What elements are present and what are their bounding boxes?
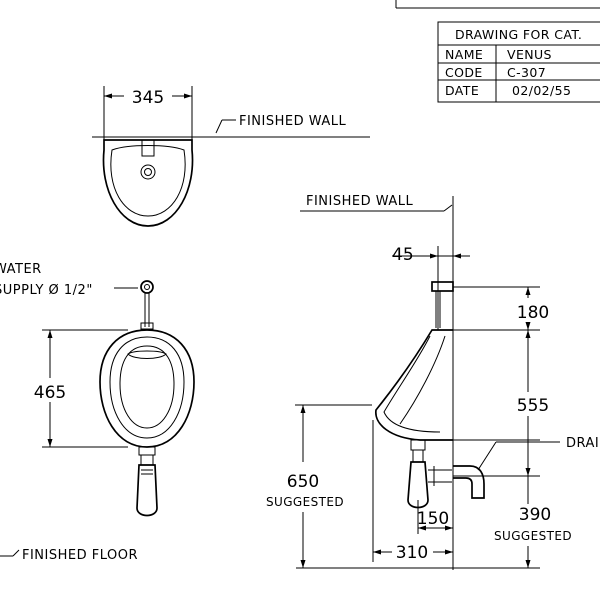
- title-block-name-value: VENUS: [507, 47, 552, 62]
- title-block-heading: DRAWING FOR CAT.: [455, 27, 582, 42]
- arrow-head: [525, 287, 531, 295]
- arrow-head: [47, 439, 53, 447]
- dim-150: 150: [417, 509, 449, 529]
- urinal-front-flush-spreader: [127, 350, 167, 359]
- arrow-head: [184, 93, 192, 99]
- arrow-head: [445, 525, 453, 531]
- arrow-head: [430, 253, 438, 259]
- title-block-border: [437, 21, 600, 103]
- urinal-side-inner: [383, 335, 441, 433]
- top-width-dimension: 345: [132, 88, 164, 108]
- urinal-plan-outline: [102, 139, 194, 227]
- front-height-dimension: 465: [34, 383, 66, 403]
- side-finished-wall-label: FINISHED WALL: [306, 194, 414, 209]
- title-block: DRAWING FOR CAT. NAME VENUS CODE C-307 D…: [437, 21, 600, 103]
- dim-390: 390: [519, 505, 551, 525]
- trap-nut-side: [410, 439, 426, 451]
- top-view: 345 FINISHED WALL: [92, 86, 370, 227]
- trap-collar: [140, 454, 154, 466]
- urinal-side-outline: [375, 329, 453, 441]
- leader-line: [215, 119, 223, 134]
- arrow-head: [300, 405, 306, 413]
- front-view: WATER SUPPLY Ø 1/2" 465 FINISHED FLOOR: [0, 262, 195, 563]
- trap-body: [136, 464, 158, 517]
- drain-label: DRAIN: [566, 436, 600, 451]
- dim-390-note: SUGGESTED: [494, 529, 572, 543]
- trap-body-side: [407, 461, 429, 509]
- dim-650-note: SUGGESTED: [266, 495, 344, 509]
- finished-floor-label: FINISHED FLOOR: [22, 548, 138, 563]
- supply-valve: [140, 280, 154, 294]
- urinal-front-outline: [99, 329, 195, 448]
- leader-line: [443, 204, 453, 212]
- title-block-code-value: C-307: [507, 65, 546, 80]
- arrow-head: [373, 549, 381, 555]
- trap-nut: [138, 446, 156, 456]
- arrow-head: [525, 560, 531, 568]
- urinal-front-rim: [109, 336, 185, 439]
- title-block-date-value: 02/02/55: [512, 83, 571, 98]
- urinal-side-inner: [399, 335, 446, 425]
- top-finished-wall-label: FINISHED WALL: [239, 114, 347, 129]
- trap-collar-side: [412, 449, 424, 463]
- drain-hole-inner: [144, 168, 152, 176]
- arrow-head: [47, 330, 53, 338]
- urinal-front-bowl: [119, 345, 175, 429]
- dim-180: 180: [517, 303, 549, 323]
- arrow-head: [445, 549, 453, 555]
- arrow-head: [418, 525, 426, 531]
- dim-650: 650: [287, 472, 319, 492]
- supply-valve-inner: [144, 284, 150, 290]
- spreader-plan: [141, 139, 155, 157]
- arrow-head: [525, 322, 531, 330]
- leader-line: [477, 441, 497, 471]
- leader-line: [12, 549, 20, 557]
- water-supply-label-line2: SUPPLY Ø 1/2": [0, 283, 93, 298]
- drain-hole: [140, 164, 156, 180]
- side-view: FINISHED WALL 45 180 555: [266, 194, 600, 570]
- title-block-code-label: CODE: [445, 65, 483, 80]
- dim-310: 310: [396, 543, 428, 563]
- supply-valve-side: [431, 281, 454, 292]
- arrow-head: [104, 93, 112, 99]
- arrow-head: [300, 560, 306, 568]
- drain-elbow: [453, 465, 485, 499]
- dim-555: 555: [517, 396, 549, 416]
- title-block-name-label: NAME: [445, 47, 483, 62]
- title-block-date-label: DATE: [445, 83, 479, 98]
- water-supply-label-line1: WATER: [0, 262, 42, 277]
- spreader: [140, 322, 154, 330]
- dim-45: 45: [392, 245, 414, 265]
- arrow-head: [525, 330, 531, 338]
- arrow-head: [525, 468, 531, 476]
- urinal-plan-inner: [110, 145, 186, 217]
